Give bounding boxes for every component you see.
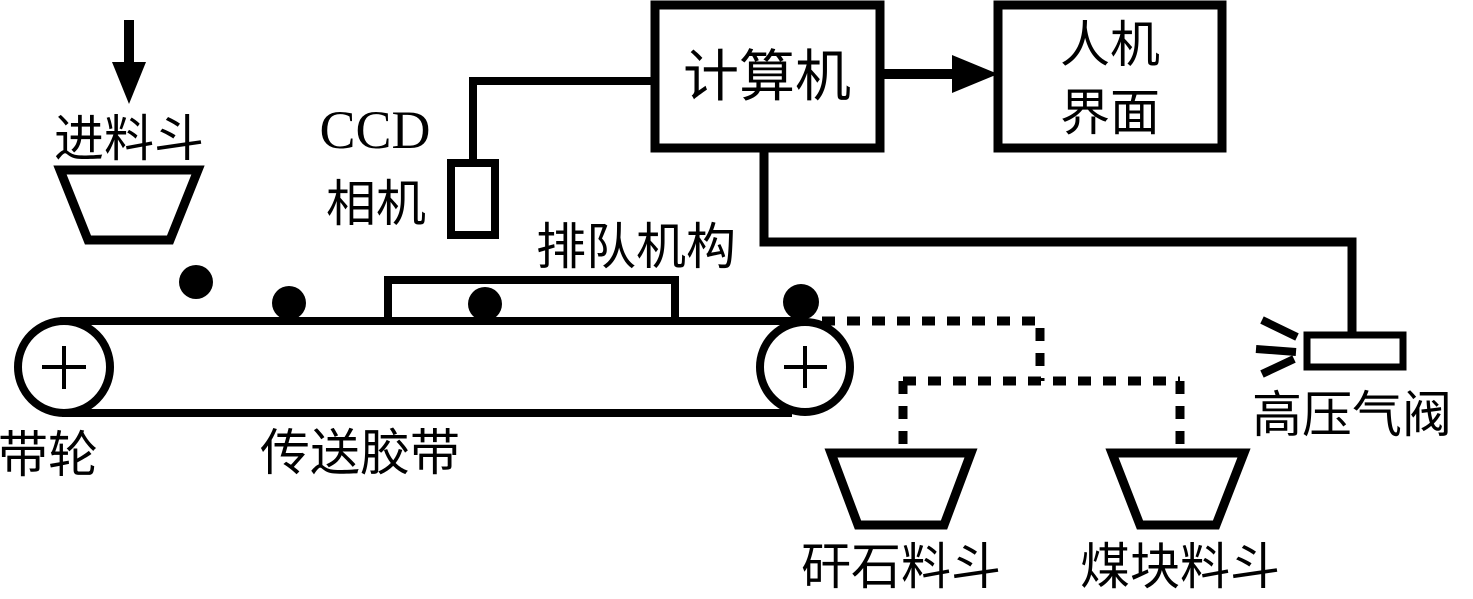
ccd-camera-label-line2: 相机 <box>326 176 426 232</box>
gangue-hopper-shape <box>824 448 978 530</box>
hmi-label-line2: 界面 <box>1060 85 1160 141</box>
hmi-label-line1: 人机 <box>1060 17 1160 73</box>
pulley-label: 带轮 <box>0 427 98 483</box>
wire-camera-to-computer <box>469 77 655 163</box>
coal-lump-3 <box>468 287 502 321</box>
computer-label: 计算机 <box>683 47 851 109</box>
air-jet-icon <box>1255 316 1299 378</box>
hmi-box <box>993 0 1227 153</box>
gangue-hopper-label: 矸石料斗 <box>801 539 1001 595</box>
right-pulley-shape <box>756 318 854 416</box>
coal-hopper-label: 煤块料斗 <box>1080 539 1280 595</box>
ccd-camera-shape <box>447 159 499 239</box>
coal-hopper-shape <box>1105 448 1251 530</box>
conveyor-belt-label: 传送胶带 <box>260 425 460 481</box>
feed-arrow-icon <box>112 20 146 104</box>
high-pressure-valve-shape <box>1303 331 1407 371</box>
arrow-computer-to-hmi <box>880 55 998 93</box>
queue-mechanism-label: 排队机构 <box>536 219 736 275</box>
queue-mechanism-shape <box>384 276 679 325</box>
feed-hopper-shape <box>53 165 205 245</box>
wire-computer-to-valve <box>759 148 1357 335</box>
left-pulley-shape <box>14 317 114 417</box>
coal-lump-4 <box>783 284 819 320</box>
coal-lump-1 <box>179 265 213 299</box>
high-pressure-valve-label: 高压气阀 <box>1252 387 1452 443</box>
ccd-camera-label-line1: CCD <box>319 100 430 160</box>
feed-hopper-label: 进料斗 <box>54 111 204 167</box>
coal-lump-2 <box>272 286 306 320</box>
trajectory-dashed-lines <box>822 316 1185 452</box>
